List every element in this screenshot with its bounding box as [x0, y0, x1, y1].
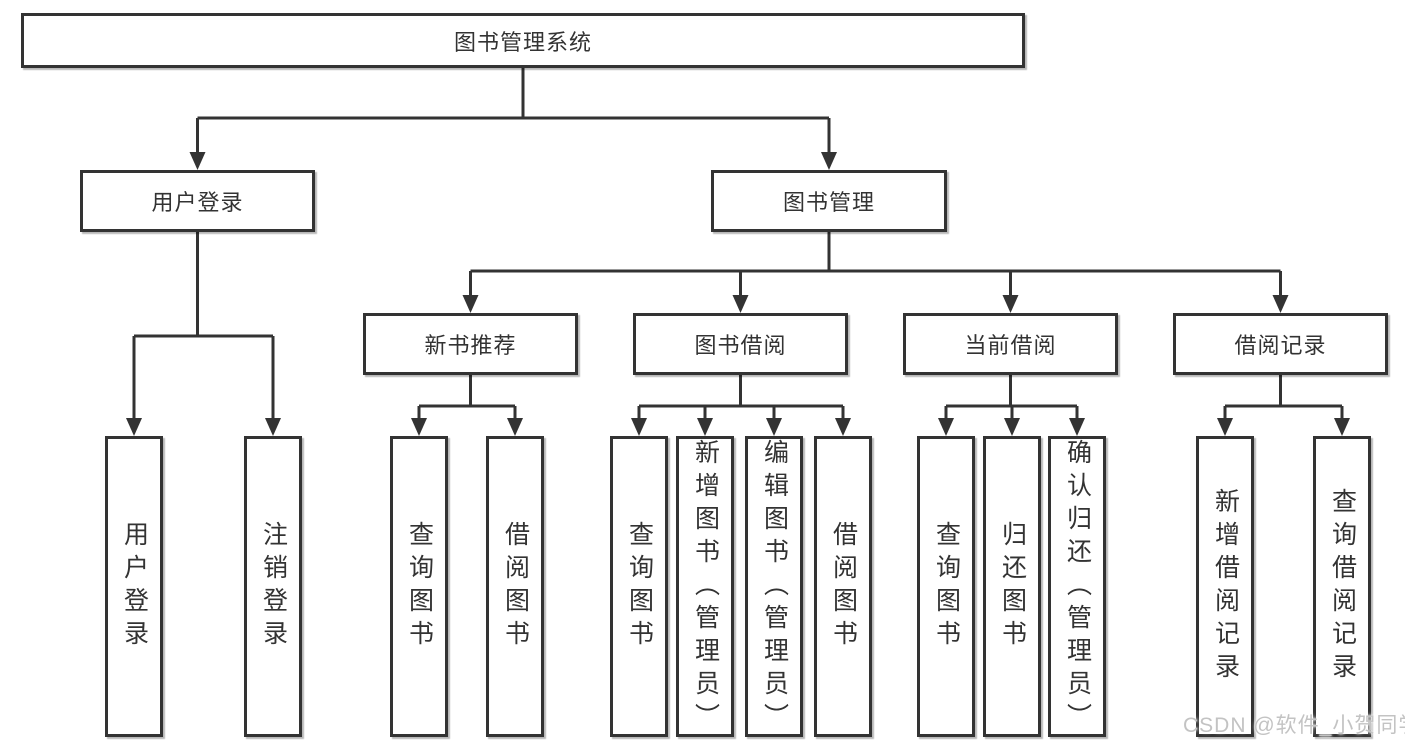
- leaf-query-borrow-record: 查询借阅记录: [1313, 436, 1371, 737]
- leaf-query-books-current: 查询图书: [917, 436, 975, 737]
- node-current-borrowing: 当前借阅: [903, 313, 1118, 375]
- leaf-confirm-return-admin-label: 确认归还（管理员）: [1063, 439, 1092, 736]
- leaf-add-borrow-record-label: 新增借阅记录: [1211, 487, 1240, 686]
- leaf-edit-books-admin: 编辑图书（管理员）: [745, 436, 803, 737]
- leaf-query-books-newbook: 查询图书: [390, 436, 448, 737]
- leaf-query-books-newbook-label: 查询图书: [405, 520, 434, 653]
- connector-borrow-records-to-leaves: [1217, 375, 1350, 436]
- leaf-query-borrow-record-label: 查询借阅记录: [1328, 487, 1357, 686]
- leaf-borrow-books-label: 借阅图书: [829, 520, 858, 653]
- leaf-query-books-borrow-label: 查询图书: [625, 520, 654, 653]
- leaf-add-books-admin: 新增图书（管理员）: [676, 436, 734, 737]
- connector-current-borrow-to-leaves: [938, 375, 1085, 436]
- leaf-query-books-borrow: 查询图书: [610, 436, 668, 737]
- leaf-borrow-books-newbook: 借阅图书: [486, 436, 544, 737]
- connector-user-login-to-leaves: [126, 232, 281, 436]
- leaf-query-books-current-label: 查询图书: [932, 520, 961, 653]
- leaf-logout-label: 注销登录: [259, 520, 288, 653]
- node-user-login: 用户登录: [80, 170, 315, 232]
- leaf-logout: 注销登录: [244, 436, 302, 737]
- connector-book-borrow-to-leaves: [631, 375, 851, 436]
- connector-new-book-to-leaves: [411, 375, 523, 436]
- csdn-watermark: CSDN @软件_小贺同学: [1183, 714, 1405, 737]
- leaf-return-books-label: 归还图书: [998, 520, 1027, 653]
- connector-book-management-to-level3: [462, 232, 1289, 313]
- leaf-confirm-return-admin: 确认归还（管理员）: [1048, 436, 1106, 737]
- leaf-borrow-books-newbook-label: 借阅图书: [501, 520, 530, 653]
- leaf-add-borrow-record: 新增借阅记录: [1196, 436, 1254, 737]
- node-borrowing-records: 借阅记录: [1173, 313, 1388, 375]
- leaf-edit-books-admin-label: 编辑图书（管理员）: [760, 439, 789, 736]
- leaf-add-books-admin-label: 新增图书（管理员）: [691, 439, 720, 736]
- leaf-borrow-books: 借阅图书: [814, 436, 872, 737]
- connector-root-to-level2: [189, 68, 837, 170]
- node-book-borrowing: 图书借阅: [633, 313, 848, 375]
- node-library-management-system: 图书管理系统: [21, 13, 1025, 68]
- node-new-book-recommendation: 新书推荐: [363, 313, 578, 375]
- leaf-user-login: 用户登录: [105, 436, 163, 737]
- leaf-user-login-label: 用户登录: [120, 520, 149, 653]
- node-book-management: 图书管理: [711, 170, 947, 232]
- leaf-return-books: 归还图书: [983, 436, 1041, 737]
